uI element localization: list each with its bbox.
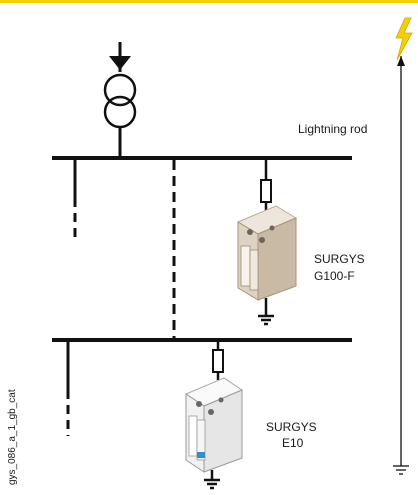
transformer-icon [103, 73, 137, 158]
device2-name-label: SURGYS [266, 420, 317, 434]
catalog-reference: gys_086_a_1_gb_cat [7, 389, 18, 485]
lightning-bolt-icon [395, 17, 413, 61]
surgys-e10-device [184, 377, 244, 480]
top-accent-rule [0, 0, 418, 3]
fuse-icon [212, 349, 224, 373]
lightning-rod-label: Lightning rod [298, 122, 367, 136]
device2-model-label: E10 [282, 436, 304, 450]
incoming-feeder [109, 42, 131, 72]
device1-branch [260, 158, 272, 212]
device1-model-label: G100-F [314, 269, 355, 283]
ground-icon [393, 465, 409, 475]
ground-icon [258, 314, 274, 326]
surgys-g100f-device [236, 205, 298, 316]
device1-name-label: SURGYS [314, 252, 365, 266]
device2-branch [212, 340, 224, 380]
ground-icon [204, 478, 220, 490]
lightning-arrow-head [397, 56, 405, 66]
fuse-icon [260, 179, 272, 203]
